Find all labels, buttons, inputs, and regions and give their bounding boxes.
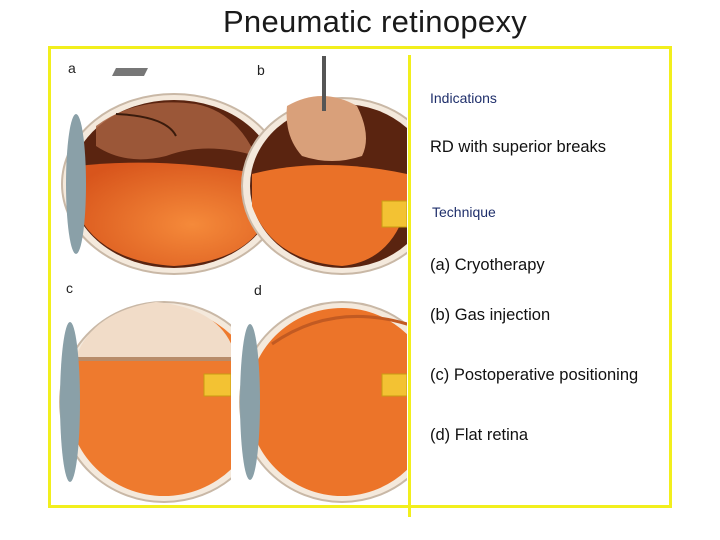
eye-illustration-c	[56, 284, 231, 510]
technique-heading: Technique	[432, 204, 496, 220]
indication-text: RD with superior breaks	[430, 138, 607, 156]
frame-divider	[408, 55, 411, 517]
content-frame	[48, 46, 672, 508]
indications-heading: Indications	[430, 90, 497, 106]
eye-illustration-d	[232, 284, 407, 510]
step-item: (a) Cryotherapy	[430, 256, 545, 274]
step-item: (c) Postoperative positioning	[430, 366, 639, 384]
page-title: Pneumatic retinopexy	[222, 4, 528, 39]
panel-label-b: b	[257, 62, 265, 78]
panel-label-a: a	[68, 60, 76, 76]
step-item: (b) Gas injection	[430, 306, 551, 324]
panel-label-d: d	[254, 282, 262, 298]
step-item: (d) Flat retina	[430, 426, 529, 444]
panel-label-c: c	[66, 280, 73, 296]
eye-illustration-b	[232, 56, 407, 278]
eye-illustration-a	[56, 56, 406, 278]
